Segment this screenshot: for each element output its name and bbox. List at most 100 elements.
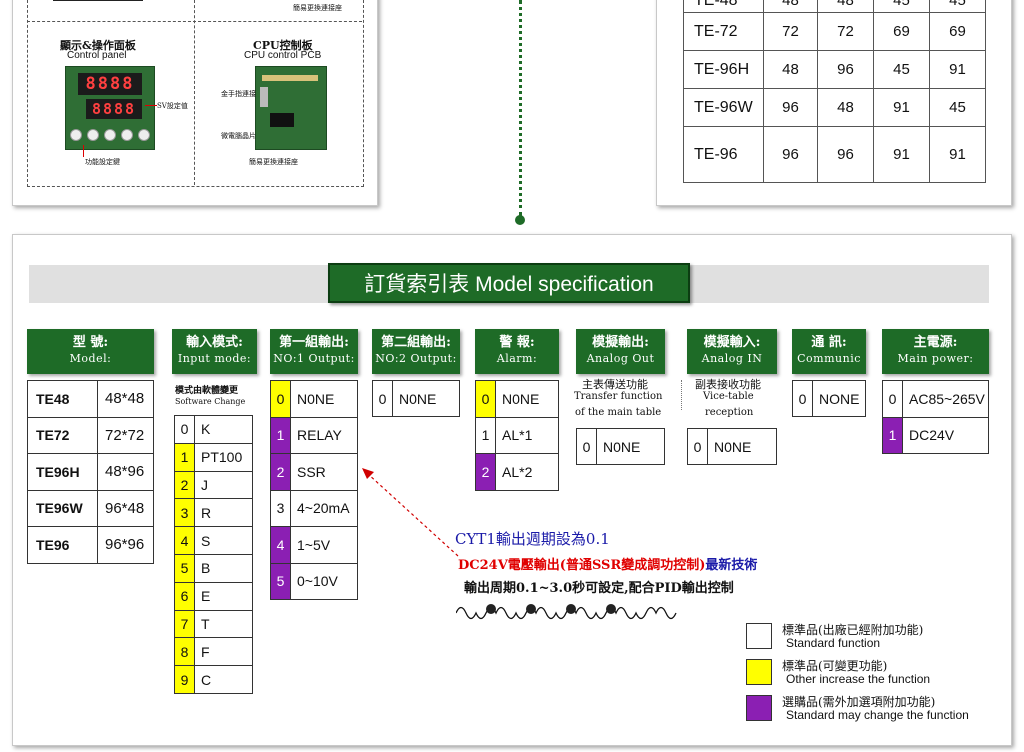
model-size: 48*48 [105,390,145,408]
size-table-cell: 96 [764,127,818,183]
legend-label-en: Standard may change the function [786,708,969,722]
out1-option-label: 4~20mA [297,500,350,517]
input-note-zh: 模式由軟體變更 [175,386,239,396]
inputs-option-label: S [201,532,211,549]
ain-note-zh: 副表接收功能 [695,378,761,391]
header-comm: 通 訊: Communic [792,329,866,374]
header-out2: 第二組輸出: NO:2 Output: [372,329,460,374]
out2-option-label: N0NE [399,390,437,407]
ain-note-en2: reception [705,407,754,418]
legend-swatch-standard [746,623,772,649]
header-input-zh: 輸入模式: [186,335,243,350]
note-line-3: 輸出周期0.1~3.0秒可設定,配合PID輸出控制 [464,581,734,596]
sv-display: 8888 [86,99,142,119]
inputs-option-code: 7 [175,610,195,638]
legend-label-zh: 標準品(可變更功能) [782,659,888,673]
size-table-model: TE-96H [684,51,764,89]
note-line-2: DC24V電壓輸出(普通SSR變成調功控制)最新技術 [458,554,757,573]
header-out2-en: NO:2 Output: [375,352,457,365]
size-table-cell: 48 [818,0,874,13]
size-table-cell: 48 [818,89,874,127]
size-table-cell: 72 [818,13,874,51]
header-power: 主電源: Main power: [882,329,989,374]
connector-dot [515,215,525,225]
out1-option-code: 4 [271,527,291,563]
inputs-option-label: T [201,615,210,632]
size-table-model: TE-48 [684,0,764,13]
inputs-option-code: 4 [175,527,195,554]
alarm-option-code: 2 [476,454,496,490]
size-table-cell: 69 [930,13,986,51]
inputs-option-label: F [201,643,210,660]
model-size: 48*96 [105,463,145,481]
inputs-option-code: 0 [175,416,195,443]
header-out1-en: NO:1 Output: [273,352,355,365]
inputs-option-code: 9 [175,666,195,693]
cpu-label-chip: 微電腦晶片 [221,132,256,140]
out1-option-code: 0 [271,381,291,417]
panel-key-4 [121,129,133,141]
header-power-zh: 主電源: [913,335,958,350]
hardware-panel: 簡易更換連接座 顯示&操作面板 Control panel 8888 8888 … [12,0,378,206]
header-aout: 模擬輸出: Analog Out [576,329,665,374]
aout-option-label: N0NE [603,438,641,455]
display-module-bottom [53,0,143,1]
size-table-cell: 96 [818,51,874,89]
size-table-cell: 91 [874,89,930,127]
model-name: TE96H [28,454,98,490]
cpu-component [260,87,268,107]
inputs-option-code: 3 [175,499,195,527]
input-note-en: Software Change [175,397,246,406]
alarm-option-code: 0 [476,381,496,417]
size-table-cell: 69 [874,13,930,51]
pv-display: 8888 [78,73,142,95]
cpu-board-image [255,66,327,150]
out1-option-code: 1 [271,417,291,453]
func-key-label: 功能設定鍵 [85,158,120,166]
ain-note-en1: Vice-table [703,391,754,402]
aout-note-zh: 主表傳送功能 [582,378,648,391]
alarm-option-label: AL*1 [502,427,533,444]
header-ain-en: Analog IN [701,352,763,365]
connector-line [519,0,522,216]
model-name: TE72 [28,417,98,453]
size-table-cell: 48 [764,51,818,89]
inputs-option-code: 6 [175,582,195,610]
size-table-cell: 96 [764,89,818,127]
header-aout-en: Analog Out [586,352,655,365]
func-key-pointer [83,145,84,157]
inputs-option-code: 5 [175,554,195,582]
comm-option-label: NONE [819,390,860,407]
cpu-label-gold-finger: 金手指連接 [221,90,256,98]
note-line-1: CYT1輸出週期設為0.1 [455,530,610,548]
note-divider [681,380,682,410]
inputs-option-code: 8 [175,638,195,666]
note-line-2-blue: 最新技術 [705,558,758,573]
aout-note-en2: of the main table [575,407,662,418]
model-row: TE96H 48*96 [28,454,153,491]
size-table-cell: 72 [764,13,818,51]
cpu-title: CPU控制板 [253,39,313,52]
legend-label-zh: 選購品(需外加選項附加功能) [782,695,936,709]
out1-option-label: 0~10V [297,573,338,590]
legend-label-en: Standard function [786,636,881,650]
